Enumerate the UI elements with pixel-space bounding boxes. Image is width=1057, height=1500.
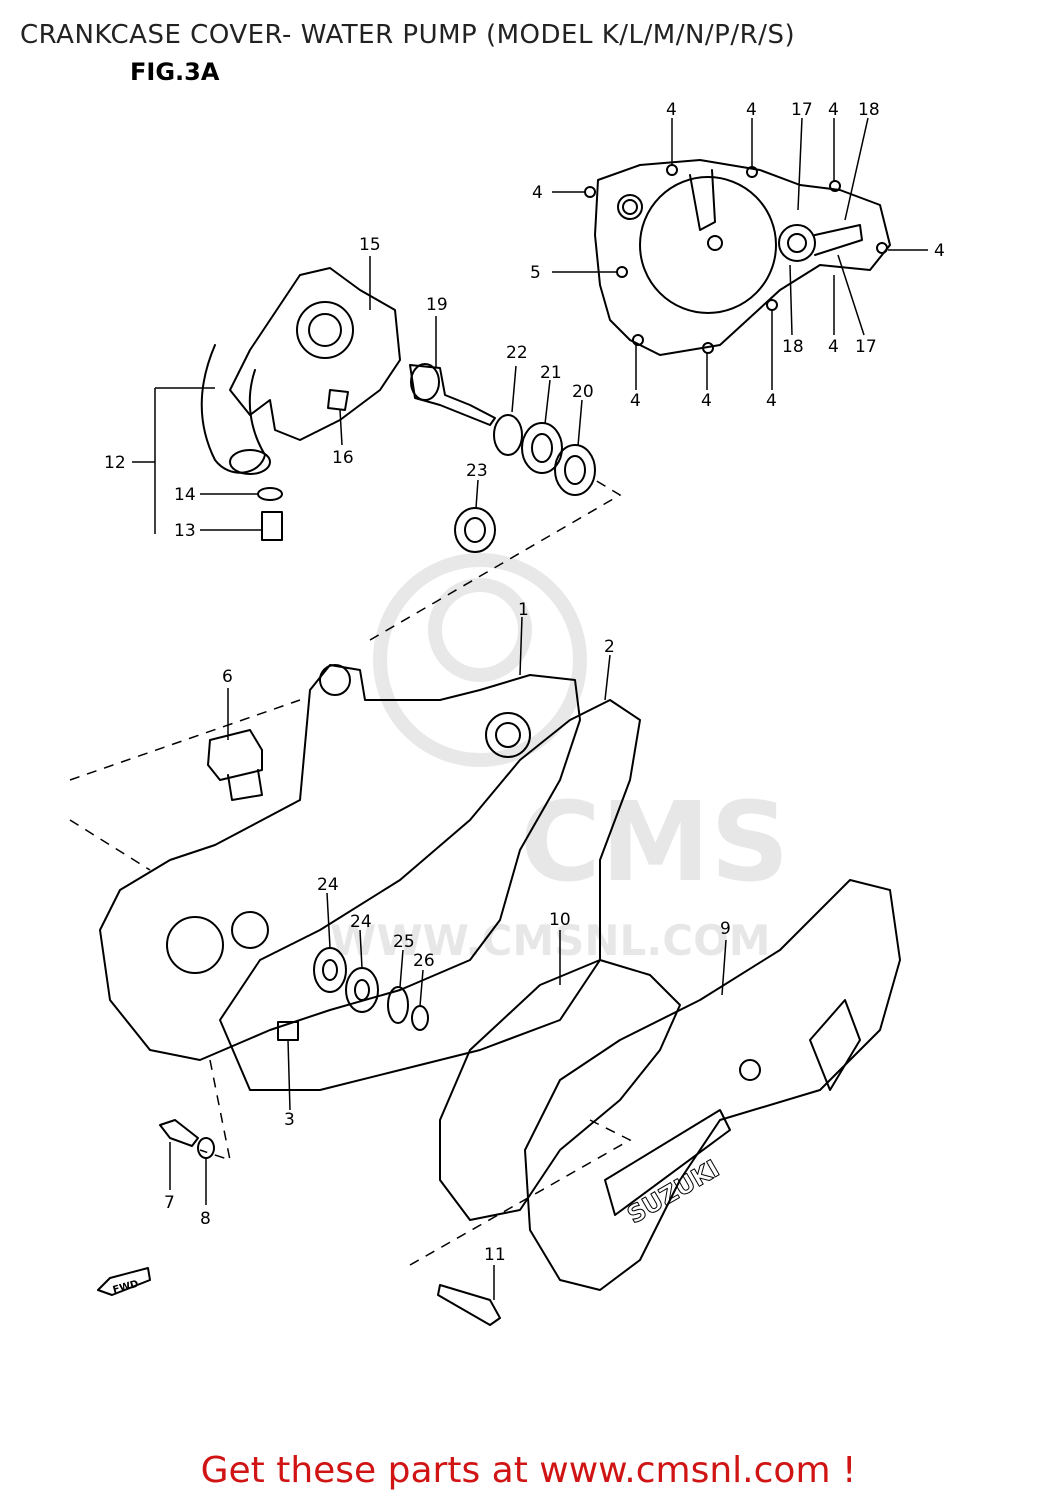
watermark-url: WWW.CMSNL.COM xyxy=(330,916,771,965)
footer-promo-link[interactable]: Get these parts at www.cmsnl.com ! xyxy=(200,1450,857,1491)
part-bolt-11 xyxy=(437,1284,501,1326)
part-water-pump-cover xyxy=(200,267,401,475)
callout-12: 12 xyxy=(104,453,126,473)
callout-2: 2 xyxy=(604,637,615,657)
callout-4e: 4 xyxy=(934,241,945,261)
part-impeller-shaft xyxy=(409,363,496,426)
callout-4d: 4 xyxy=(532,183,543,203)
callout-3: 3 xyxy=(284,1110,295,1130)
watermark-logo xyxy=(373,553,587,767)
part-circlip-26 xyxy=(411,1005,429,1031)
callout-24b: 24 xyxy=(350,912,372,932)
callout-22: 22 xyxy=(506,343,528,363)
callout-19: 19 xyxy=(426,295,448,315)
callout-4f: 4 xyxy=(828,337,839,357)
callout-4b: 4 xyxy=(746,100,757,120)
part-dowel-3 xyxy=(277,1021,299,1041)
part-oil-seal-20 xyxy=(554,444,596,496)
part-circlip-22 xyxy=(493,414,523,456)
callout-25: 25 xyxy=(393,932,415,952)
callout-4g: 4 xyxy=(630,391,641,411)
callout-5: 5 xyxy=(530,263,541,283)
part-outer-cover-9 xyxy=(524,879,901,1291)
callout-4a: 4 xyxy=(666,100,677,120)
part-bolt-13 xyxy=(261,511,283,541)
watermark-brand: CMS xyxy=(520,778,789,906)
callout-26: 26 xyxy=(413,951,435,971)
callout-labels: 1 2 3 4 4 4 4 4 4 4 4 4 4 5 6 7 8 9 10 1… xyxy=(104,100,945,1265)
callout-15: 15 xyxy=(359,235,381,255)
fwd-label: FWD xyxy=(112,1279,140,1296)
page-title: CRANKCASE COVER- WATER PUMP (MODEL K/L/M… xyxy=(20,20,796,50)
part-bolt-7 xyxy=(159,1119,199,1147)
leader-lines xyxy=(69,117,928,1300)
part-circlip-25 xyxy=(387,986,409,1024)
callout-23: 23 xyxy=(466,461,488,481)
part-washer-8 xyxy=(197,1137,215,1159)
callout-18b: 18 xyxy=(782,337,804,357)
callout-17a: 17 xyxy=(791,100,813,120)
callout-13: 13 xyxy=(174,521,196,541)
callout-6: 6 xyxy=(222,667,233,687)
part-gasket-2 xyxy=(219,699,641,1091)
part-oil-seal-23 xyxy=(454,507,496,553)
callout-11: 11 xyxy=(484,1245,506,1265)
callout-10: 10 xyxy=(549,910,571,930)
callout-16: 16 xyxy=(332,448,354,468)
callout-8: 8 xyxy=(200,1209,211,1229)
part-washer-14 xyxy=(257,487,283,501)
callout-21: 21 xyxy=(540,363,562,383)
part-bearing-21 xyxy=(521,422,563,474)
callout-7: 7 xyxy=(164,1193,175,1213)
part-crankcase-cover-right xyxy=(99,664,581,1061)
figure-label: FIG.3A xyxy=(130,58,220,86)
callout-9: 9 xyxy=(720,919,731,939)
callout-4i: 4 xyxy=(766,391,777,411)
callout-17b: 17 xyxy=(855,337,877,357)
callout-1: 1 xyxy=(518,600,529,620)
callout-18a: 18 xyxy=(858,100,880,120)
callout-4h: 4 xyxy=(701,391,712,411)
callout-4c: 4 xyxy=(828,100,839,120)
part-dowel-16 xyxy=(327,389,349,411)
fwd-arrow-icon xyxy=(97,1267,151,1296)
callout-24a: 24 xyxy=(317,875,339,895)
cover-badge-text: SUZUKI xyxy=(623,1154,725,1229)
callout-20: 20 xyxy=(572,382,594,402)
callout-14: 14 xyxy=(174,485,196,505)
part-crankcase-cover-top xyxy=(584,159,891,356)
part-filler-cap-6 xyxy=(207,729,263,801)
part-gasket-10 xyxy=(439,959,681,1221)
part-bearing-24b xyxy=(345,967,379,1013)
